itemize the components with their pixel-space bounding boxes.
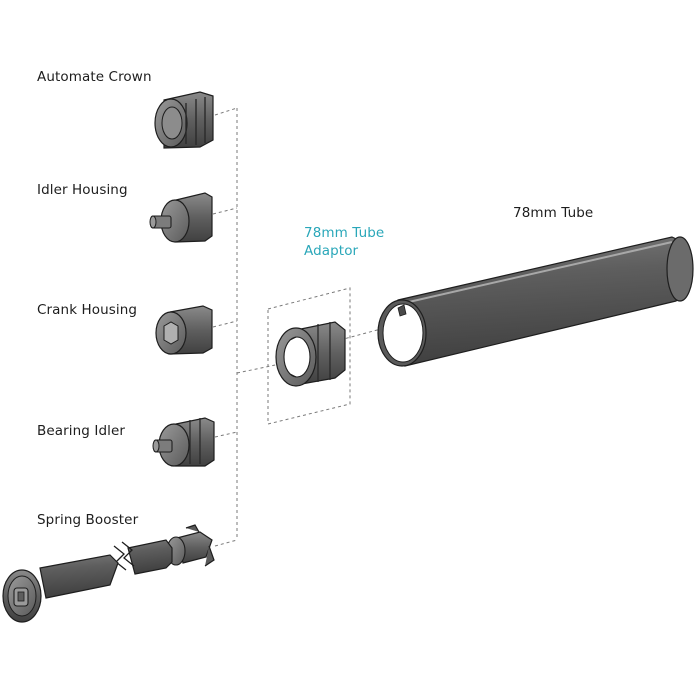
guide-idler — [212, 207, 238, 215]
guide-bearing — [214, 431, 238, 438]
label-idler-housing: Idler Housing — [37, 182, 128, 198]
label-tube-adaptor-line1: 78mm Tube — [304, 225, 385, 241]
bearing-idler-part — [152, 417, 215, 467]
label-crank-housing: Crank Housing — [37, 302, 138, 318]
guide-lines — [212, 107, 393, 547]
spring-booster-part — [2, 524, 215, 623]
label-bearing-idler: Bearing Idler — [37, 423, 126, 439]
guide-crown — [214, 107, 238, 116]
tube-adaptor-part — [275, 321, 346, 387]
label-tube-adaptor-line2: Adaptor — [304, 243, 359, 259]
adaptor-box — [267, 287, 351, 425]
crank-housing-part — [155, 305, 213, 355]
guide-to-adaptor — [236, 362, 286, 374]
label-78mm-tube: 78mm Tube — [513, 205, 594, 221]
label-tube-adaptor: 78mm Tube Adaptor — [304, 224, 424, 260]
label-automate-crown: Automate Crown — [37, 69, 152, 85]
automate-crown-part — [154, 91, 214, 149]
guide-crank — [212, 320, 238, 328]
tube-part — [377, 236, 694, 367]
idler-housing-part — [149, 192, 213, 243]
label-spring-booster: Spring Booster — [37, 512, 139, 528]
guide-spring — [214, 539, 238, 547]
